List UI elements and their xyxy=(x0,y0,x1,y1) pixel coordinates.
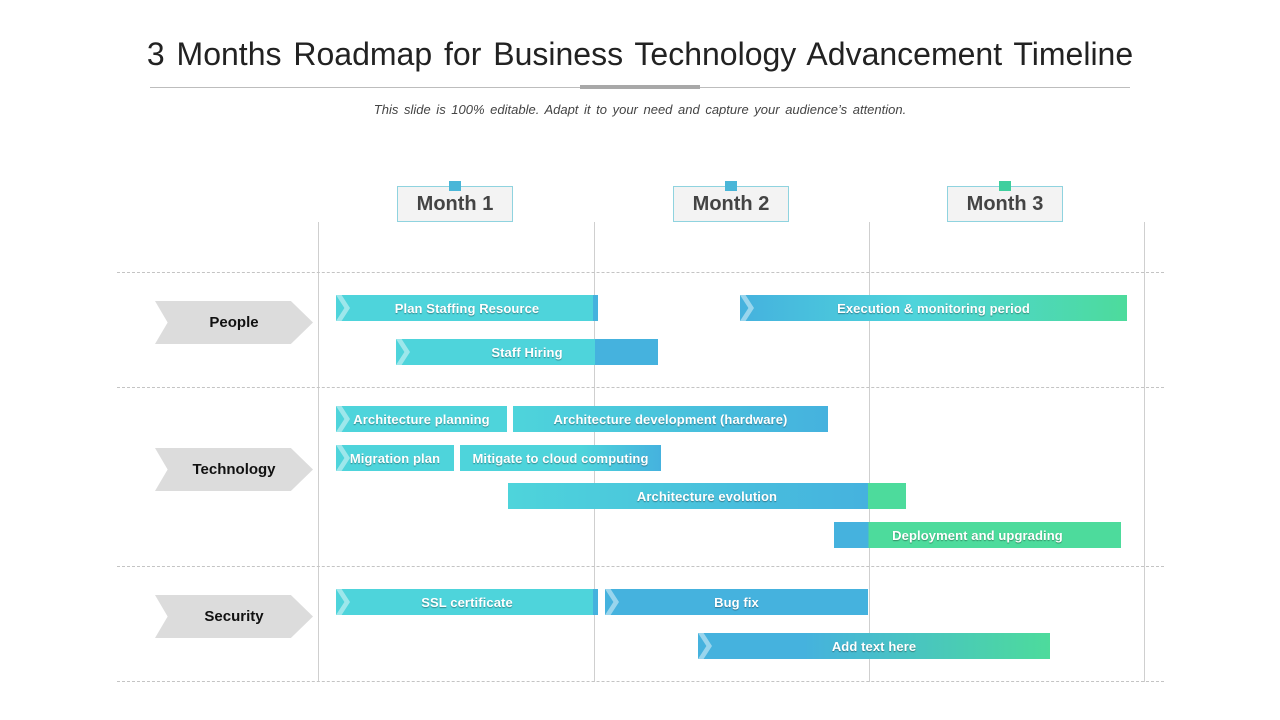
category-technology: Technology xyxy=(155,448,313,491)
row-separator xyxy=(117,566,1164,567)
bar-architecture-development: Architecture development (hardware) xyxy=(513,406,828,432)
chevron-icon xyxy=(336,589,350,615)
bar-architecture-planning: Architecture planning xyxy=(336,406,507,432)
bar-execution-monitoring: Execution & monitoring period xyxy=(740,295,1127,321)
month-label: Month 3 xyxy=(966,192,1044,215)
month-header-2: Month 2 xyxy=(673,181,789,222)
title-divider-accent xyxy=(580,85,700,89)
month-marker-icon xyxy=(449,181,461,191)
bar-label: Mitigate to cloud computing xyxy=(472,450,649,466)
month-header-3: Month 3 xyxy=(947,181,1063,222)
grid-line-vertical xyxy=(1144,222,1145,682)
chevron-icon xyxy=(336,445,350,471)
bar-label: SSL certificate xyxy=(421,594,513,610)
bar-migration-plan: Migration plan xyxy=(336,445,454,471)
category-label: Technology xyxy=(192,461,276,478)
category-security: Security xyxy=(155,595,313,638)
bar-label: Plan Staffing Resource xyxy=(394,300,540,316)
bar-label: Architecture evolution xyxy=(636,488,778,504)
month-marker-icon xyxy=(725,181,737,191)
chevron-icon xyxy=(698,633,712,659)
bar-label: Execution & monitoring period xyxy=(837,300,1030,316)
bar-label: Add text here xyxy=(831,638,917,654)
month-marker-icon xyxy=(999,181,1011,191)
month-header-1: Month 1 xyxy=(397,181,513,222)
bar-label: Architecture development (hardware) xyxy=(553,411,788,427)
month-label: Month 2 xyxy=(692,192,770,215)
bar-label: Deployment and upgrading xyxy=(892,527,1063,543)
category-label: People xyxy=(209,314,259,331)
chevron-icon xyxy=(740,295,754,321)
row-separator xyxy=(117,681,1164,682)
chevron-icon xyxy=(396,339,410,365)
category-label: Security xyxy=(204,608,264,625)
slide-title: 3 Months Roadmap for Business Technology… xyxy=(146,36,1134,72)
row-separator xyxy=(117,272,1164,273)
chevron-icon xyxy=(336,295,350,321)
category-people: People xyxy=(155,301,313,344)
slide-subtitle: This slide is 100% editable. Adapt it to… xyxy=(373,102,907,117)
bar-staff-hiring: Staff Hiring xyxy=(396,339,658,365)
bar-plan-staffing: Plan Staffing Resource xyxy=(336,295,598,321)
bar-label: Bug fix xyxy=(714,594,759,610)
row-separator xyxy=(117,387,1164,388)
bar-label: Migration plan xyxy=(349,450,441,466)
bar-label: Staff Hiring xyxy=(491,344,563,360)
bar-mitigate-cloud: Mitigate to cloud computing xyxy=(460,445,661,471)
bar-deployment-upgrading: Deployment and upgrading xyxy=(834,522,1121,548)
bar-ssl-certificate: SSL certificate xyxy=(336,589,598,615)
bar-label: Architecture planning xyxy=(353,411,490,427)
month-label: Month 1 xyxy=(416,192,494,215)
chevron-icon xyxy=(336,406,350,432)
bar-bug-fix: Bug fix xyxy=(605,589,868,615)
bar-add-text: Add text here xyxy=(698,633,1050,659)
grid-line-vertical xyxy=(869,222,870,682)
chevron-icon xyxy=(605,589,619,615)
bar-architecture-evolution: Architecture evolution xyxy=(508,483,906,509)
grid-line-vertical xyxy=(318,222,319,682)
